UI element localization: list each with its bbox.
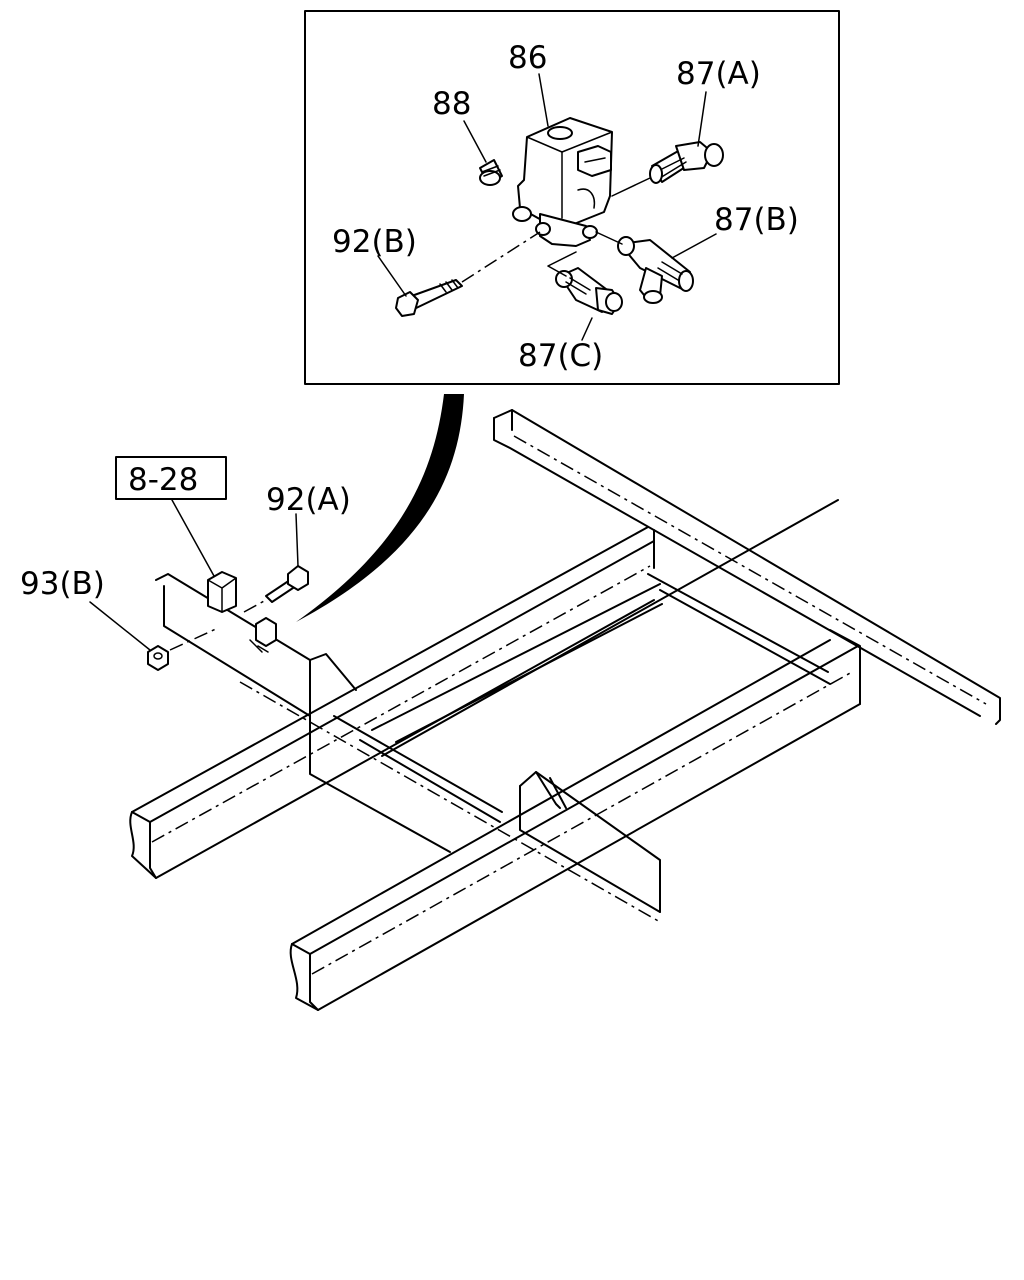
inset-frame bbox=[304, 10, 840, 385]
valve-assembly bbox=[512, 117, 613, 247]
callout-arrow bbox=[296, 394, 464, 622]
nut-b-part bbox=[147, 645, 169, 671]
detail-inset: 86 88 87(A) 87(B) 87(C) 92(B) bbox=[304, 10, 840, 385]
label-92a: 92(A) bbox=[266, 482, 351, 518]
bolt-b-assembly-line bbox=[461, 231, 541, 283]
bolt-b-part bbox=[395, 279, 463, 317]
fitting-b-assembly-line bbox=[595, 231, 623, 245]
ref-box-frame bbox=[115, 456, 227, 500]
leader-bolt-b bbox=[377, 255, 407, 297]
leader-fitting-a bbox=[697, 91, 707, 147]
bolt-a-part bbox=[265, 565, 309, 603]
leader-fitting-b bbox=[671, 233, 717, 259]
label-8-28: 8-28 bbox=[128, 462, 198, 498]
fitting-b-part bbox=[617, 236, 694, 304]
chassis-frame bbox=[129, 409, 1001, 1011]
fitting-c-assembly-line bbox=[547, 251, 577, 277]
leader-bolt-a bbox=[295, 513, 299, 567]
leader-ref-box bbox=[171, 499, 215, 577]
label-93b: 93(B) bbox=[20, 566, 105, 602]
label-87b: 87(B) bbox=[714, 202, 799, 238]
leader-valve bbox=[538, 73, 549, 127]
fitting-c-part bbox=[555, 267, 623, 315]
leader-plug bbox=[463, 120, 487, 163]
bolt-a-assembly-line bbox=[243, 599, 267, 613]
label-87a: 87(A) bbox=[676, 56, 761, 92]
plug-part bbox=[479, 159, 503, 186]
leader-nut-b bbox=[89, 601, 151, 651]
mount-bracket bbox=[207, 571, 277, 653]
fitting-a-assembly-line bbox=[611, 177, 651, 197]
nut-b-assembly-line bbox=[169, 627, 219, 651]
fitting-a-part bbox=[649, 141, 724, 184]
label-92b: 92(B) bbox=[332, 224, 417, 260]
leader-fitting-c bbox=[581, 317, 593, 341]
label-86: 86 bbox=[508, 40, 547, 76]
label-87c: 87(C) bbox=[518, 338, 603, 374]
label-88: 88 bbox=[432, 86, 471, 122]
reference-box: 8-28 bbox=[115, 456, 227, 500]
